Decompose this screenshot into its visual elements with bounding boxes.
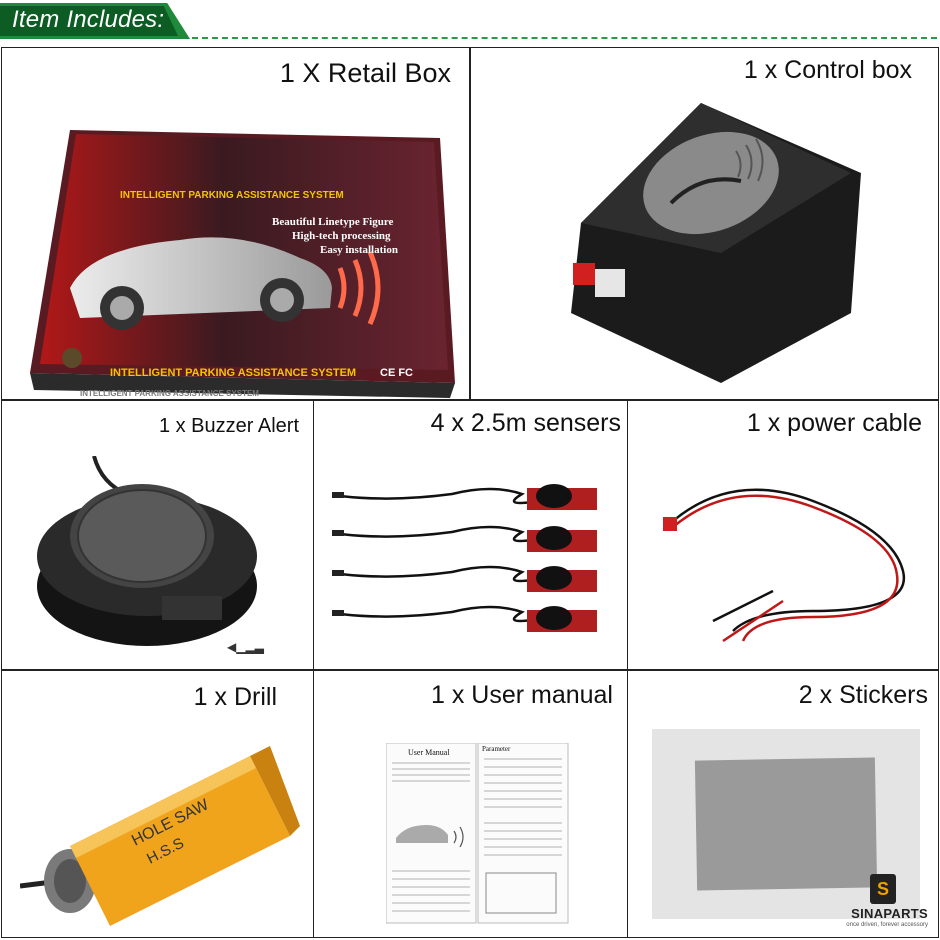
sensors-image: [332, 484, 597, 632]
drill-image: HOLE SAW H.S.S: [20, 746, 300, 926]
box-side-text: INTELLIGENT PARKING ASSISTANCE SYSTEM: [80, 389, 259, 398]
item-power-cable: 1 x power cable: [627, 400, 939, 670]
item-drill: 1 x Drill HOLE SAW H.S.S: [1, 670, 314, 938]
box-marks: CE FC: [380, 367, 413, 379]
box-line-1: Beautiful Linetype Figure: [272, 216, 394, 228]
retail-box-image: INTELLIGENT PARKING ASSISTANCE SYSTEM Be…: [30, 130, 455, 398]
user-manual-image: User Manual Parameter: [386, 743, 569, 924]
control-box-image: [571, 103, 861, 383]
brand-logo: S SINAPARTS once driven, forever accesso…: [835, 874, 930, 934]
item-label: 1 x Buzzer Alert: [158, 415, 299, 437]
item-label: 1 x power cable: [746, 409, 922, 437]
item-label: 1 x User manual: [430, 681, 613, 709]
box-bottom-text: INTELLIGENT PARKING ASSISTANCE SYSTEM: [110, 367, 356, 379]
volume-icon: ◀▁▂▃: [227, 640, 265, 654]
header-tab-inner: [0, 6, 178, 36]
box-line-3: Easy installation: [320, 244, 398, 256]
logo-tagline: once driven, forever accessory: [846, 922, 928, 928]
manual-title: User Manual: [408, 748, 450, 757]
sticker-sheet: [694, 757, 878, 891]
header-title: Item Includes:: [12, 6, 165, 33]
item-label: 2 x Stickers: [798, 681, 928, 709]
item-user-manual: 1 x User manual User Manual Parameter: [313, 670, 628, 938]
power-cable-image: [663, 488, 906, 643]
header-dashed-line: [192, 37, 937, 39]
item-label: 1 X Retail Box: [279, 58, 451, 88]
sensor-4: [332, 605, 597, 632]
sensor-3: [332, 565, 597, 592]
sensor-2: [332, 525, 597, 552]
logo-name: SINAPARTS: [851, 906, 928, 921]
box-top-text: INTELLIGENT PARKING ASSISTANCE SYSTEM: [120, 190, 344, 201]
box-line-2: High-tech processing: [292, 230, 391, 242]
item-retail-box: 1 X Retail Box INTELLIGENT PAR: [1, 47, 470, 400]
item-control-box: 1 x Control box: [470, 47, 939, 400]
sensor-1: [332, 484, 597, 510]
header: Item Includes:: [0, 0, 940, 44]
item-sensors: 4 x 2.5m sensers: [313, 400, 628, 670]
item-label: 1 x Drill: [193, 683, 277, 711]
item-stickers: 2 x Stickers: [627, 670, 939, 938]
buzzer-image: ◀▁▂▃: [37, 456, 265, 654]
item-label: 4 x 2.5m sensers: [430, 409, 621, 437]
item-buzzer: 1 x Buzzer Alert ◀▁▂▃: [1, 400, 314, 670]
manual-parameter: Parameter: [482, 745, 511, 753]
logo-badge: S: [870, 874, 896, 904]
item-label: 1 x Control box: [743, 56, 912, 84]
